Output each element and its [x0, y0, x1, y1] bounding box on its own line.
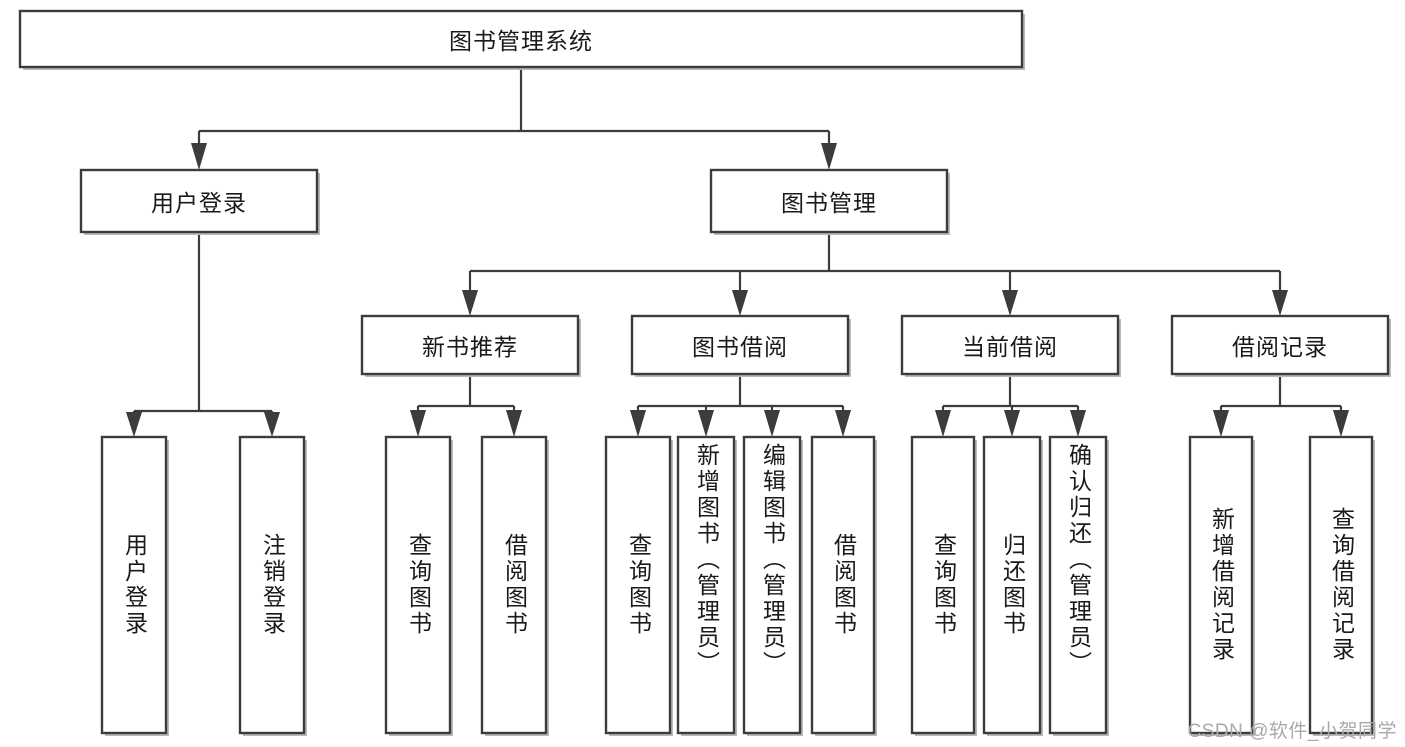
arrow-to-leaf-edit-book-admin: [764, 410, 780, 437]
node-box-current-borrow[interactable]: [900, 314, 1120, 376]
arrow-to-leaf-query-book-1: [410, 410, 426, 437]
node-box-leaf-query-book-2[interactable]: [604, 435, 672, 735]
node-box-leaf-borrow-book-2[interactable]: [810, 435, 876, 735]
node-box-book-borrow[interactable]: [630, 314, 850, 376]
node-box-new-book-recommend[interactable]: [360, 314, 580, 376]
arrow-to-leaf-query-book-3: [935, 410, 951, 437]
arrow-to-book-management: [821, 143, 837, 170]
arrow-to-leaf-borrow-book-1: [506, 410, 522, 437]
arrow-to-book-borrow: [732, 290, 748, 316]
connector-group-root: [191, 67, 837, 170]
node-box-leaf-return-book[interactable]: [982, 435, 1042, 735]
connector-group-user-login: [126, 232, 280, 437]
node-box-leaf-edit-book-admin[interactable]: [742, 435, 802, 735]
connector-group-book-borrow: [630, 374, 851, 437]
arrow-to-leaf-add-borrow-record: [1213, 410, 1229, 437]
arrow-to-leaf-query-book-2: [630, 410, 646, 437]
node-box-leaf-add-book-admin[interactable]: [676, 435, 736, 735]
node-box-leaf-query-borrow-record[interactable]: [1308, 435, 1374, 735]
arrow-to-leaf-confirm-return-admin: [1070, 410, 1086, 437]
arrow-to-user-login: [191, 143, 207, 170]
node-box-book-management[interactable]: [709, 168, 949, 234]
arrow-to-leaf-user-login: [126, 412, 142, 437]
node-boxes: [18, 9, 1391, 736]
arrow-to-current-borrow: [1002, 290, 1018, 316]
node-box-leaf-add-borrow-record[interactable]: [1188, 435, 1254, 735]
arrow-to-leaf-query-borrow-record: [1333, 410, 1349, 437]
arrow-to-new-book-recommend: [462, 290, 478, 316]
connector-group-book-management: [462, 232, 1288, 316]
node-box-root[interactable]: [18, 9, 1024, 69]
connector-group-borrow-record: [1213, 374, 1349, 437]
arrow-to-borrow-record: [1272, 290, 1288, 316]
node-box-leaf-borrow-book-1[interactable]: [480, 435, 548, 735]
node-box-leaf-query-book-1[interactable]: [384, 435, 452, 735]
node-box-leaf-user-login[interactable]: [100, 435, 168, 735]
arrow-to-leaf-return-book: [1004, 410, 1020, 437]
arrow-to-leaf-add-book-admin: [698, 410, 714, 437]
node-box-leaf-query-book-3[interactable]: [910, 435, 976, 735]
node-box-leaf-confirm-return-admin[interactable]: [1048, 435, 1108, 735]
connector-group-current-borrow: [935, 374, 1086, 437]
arrow-to-leaf-borrow-book-2: [835, 410, 851, 437]
node-box-user-login[interactable]: [79, 168, 319, 234]
node-box-borrow-record[interactable]: [1170, 314, 1390, 376]
csdn-watermark: CSDN @软件_小贺同学: [1187, 721, 1397, 742]
arrow-to-leaf-user-logout: [264, 412, 280, 437]
connector-group-new-book-recommend: [410, 374, 522, 437]
node-box-leaf-user-logout[interactable]: [238, 435, 306, 735]
